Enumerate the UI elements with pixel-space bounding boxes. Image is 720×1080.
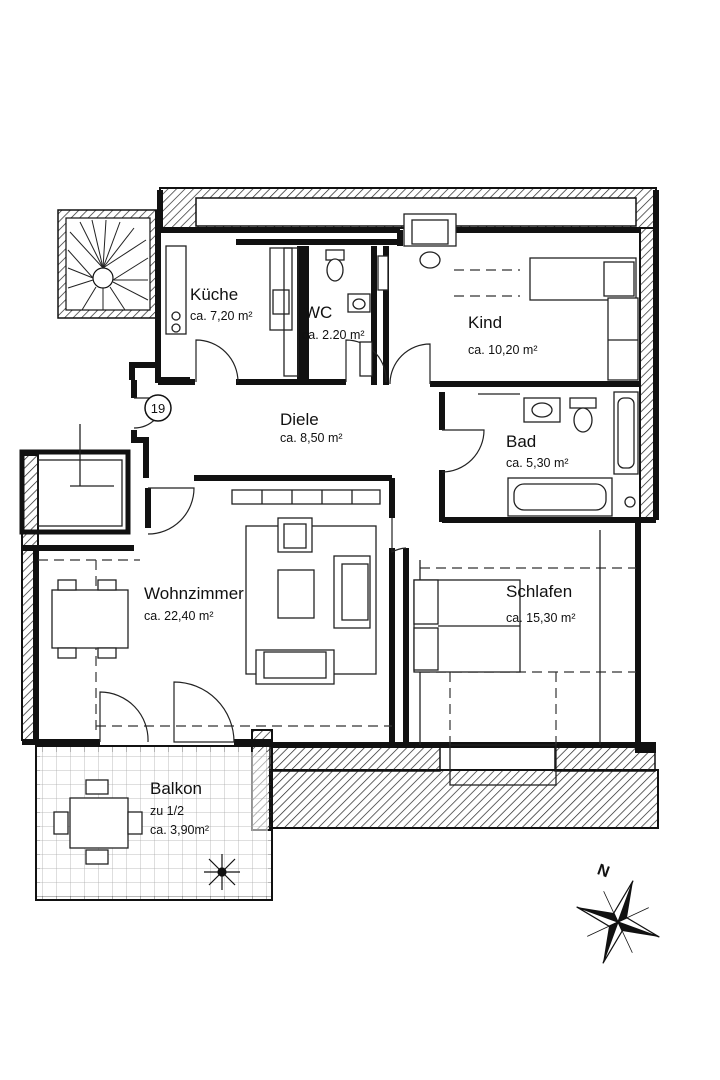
room-name-schlafen: Schlafen — [506, 582, 572, 601]
room-area-wohnzimmer: ca. 22,40 m² — [144, 609, 213, 623]
room-name-balkon: Balkon — [150, 779, 202, 798]
doors — [99, 339, 485, 743]
room-name-bad: Bad — [506, 432, 536, 451]
schlafen-furniture — [413, 579, 521, 673]
room-name-kind: Kind — [468, 313, 502, 332]
balkon-area — [35, 745, 273, 901]
compass-north-label: N — [595, 861, 612, 881]
kind-furniture — [403, 213, 639, 381]
plant-icon — [204, 854, 240, 890]
bad-fixtures — [478, 391, 639, 517]
staircase — [57, 209, 159, 319]
room-area-kind: ca. 10,20 m² — [468, 343, 537, 357]
roof-hatching — [21, 187, 659, 831]
room-area-schlafen: ca. 15,30 m² — [506, 611, 575, 625]
room-area-wc: ca. 2.20 m² — [302, 328, 365, 342]
room-name-wohnzimmer: Wohnzimmer — [144, 584, 244, 603]
room-area-balkon: ca. 3,90m² — [150, 823, 209, 837]
room-area-bad: ca. 5,30 m² — [506, 456, 569, 470]
kitchen-fixtures — [165, 245, 299, 377]
room-area-kueche: ca. 7,20 m² — [190, 309, 253, 323]
room-share-balkon: zu 1/2 — [150, 804, 184, 818]
room-name-kueche: Küche — [190, 285, 238, 304]
compass-rose-icon — [576, 880, 660, 964]
wohnzimmer-furniture — [51, 489, 381, 685]
entrance-number: 19 — [151, 401, 165, 416]
wc-fixtures — [325, 249, 389, 377]
room-area-diele: ca. 8,50 m² — [280, 431, 343, 445]
entrance-number-badge: 19 — [144, 394, 172, 422]
room-name-wc: WC — [304, 303, 332, 322]
room-name-diele: Diele — [280, 410, 319, 429]
